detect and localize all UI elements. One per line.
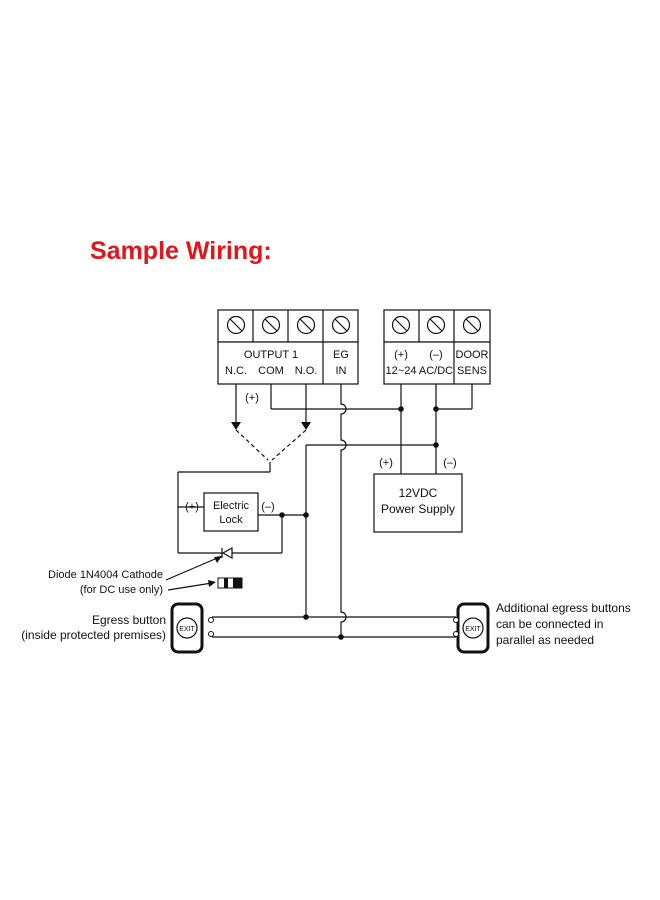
exit-label: EXIT (179, 626, 195, 633)
exit-label: EXIT (465, 626, 481, 633)
power-plus-label: (+) (394, 349, 408, 361)
contact-icon (453, 617, 459, 623)
egress-label-line2: (inside protected premises) (21, 628, 166, 642)
contact-icon (208, 617, 214, 623)
com-label: COM (258, 365, 284, 377)
additional-label-line1: Additional egress buttons (496, 601, 631, 615)
nc-label: N.C. (225, 365, 247, 377)
terminal-block-right: (+) (–) 12~24 AC/DC DOOR SENS (383, 309, 491, 385)
diode-note-line1: Diode 1N4004 Cathode (48, 569, 163, 581)
psu-label-line1: 12VDC (399, 486, 438, 500)
door-label: DOOR (456, 349, 489, 361)
voltage-range-label: 12~24 (386, 365, 417, 377)
diode-note-line2: (for DC use only) (80, 584, 163, 596)
output-group-label: OUTPUT 1 (244, 349, 298, 361)
junction-dot-icon (279, 512, 285, 518)
sens-label: SENS (457, 365, 487, 377)
screw-terminal-icon (426, 315, 446, 335)
no-label: N.O. (295, 365, 318, 377)
additional-label-line2: can be connected in (496, 617, 603, 631)
arrow-down-icon (231, 422, 241, 430)
screw-terminal-icon (296, 315, 316, 335)
egress-label-line1: Egress button (92, 613, 166, 627)
eg-label: EG (333, 349, 349, 361)
psu-minus-label: (–) (443, 457, 456, 469)
power-minus-label: (–) (429, 349, 442, 361)
egress-button: EXIT (170, 602, 214, 654)
screw-terminal-icon (226, 315, 246, 335)
lock-label-line2: Lock (219, 514, 243, 526)
junction-dot-icon (303, 614, 309, 620)
arrow-icon (208, 580, 216, 587)
junction-dot-icon (433, 406, 439, 412)
screw-terminal-icon (331, 315, 351, 335)
screw-terminal-icon (261, 315, 281, 335)
lock-label-line1: Electric (213, 500, 250, 512)
contact-icon (208, 631, 214, 637)
psu-label-line2: Power Supply (381, 502, 455, 516)
diode-part-icon (217, 577, 243, 589)
psu-plus-label: (+) (379, 457, 393, 469)
additional-label-line3: parallel as needed (496, 633, 594, 647)
page-title: Sample Wiring: (90, 237, 272, 265)
wires (165, 384, 473, 640)
terminal-block-left: OUTPUT 1 N.C. COM N.O. EG IN (217, 309, 359, 385)
in-label: IN (336, 365, 347, 377)
arrow-down-icon (301, 422, 311, 430)
lock-minus-label: (–) (261, 501, 274, 513)
lock-plus-label: (+) (185, 501, 199, 513)
diode-symbol-icon (221, 546, 233, 560)
contact-icon (453, 631, 459, 637)
acdc-label: AC/DC (419, 365, 453, 377)
screw-terminal-icon (391, 315, 411, 335)
junction-dot-icon (338, 634, 344, 640)
arrow-icon (214, 556, 222, 563)
electric-lock: Electric Lock (+) (–) (185, 492, 275, 532)
additional-egress-button: EXIT (453, 602, 490, 654)
power-supply: 12VDC Power Supply (+) (–) (373, 457, 463, 533)
output-plus-label: (+) (245, 392, 259, 404)
screw-terminal-icon (462, 315, 482, 335)
